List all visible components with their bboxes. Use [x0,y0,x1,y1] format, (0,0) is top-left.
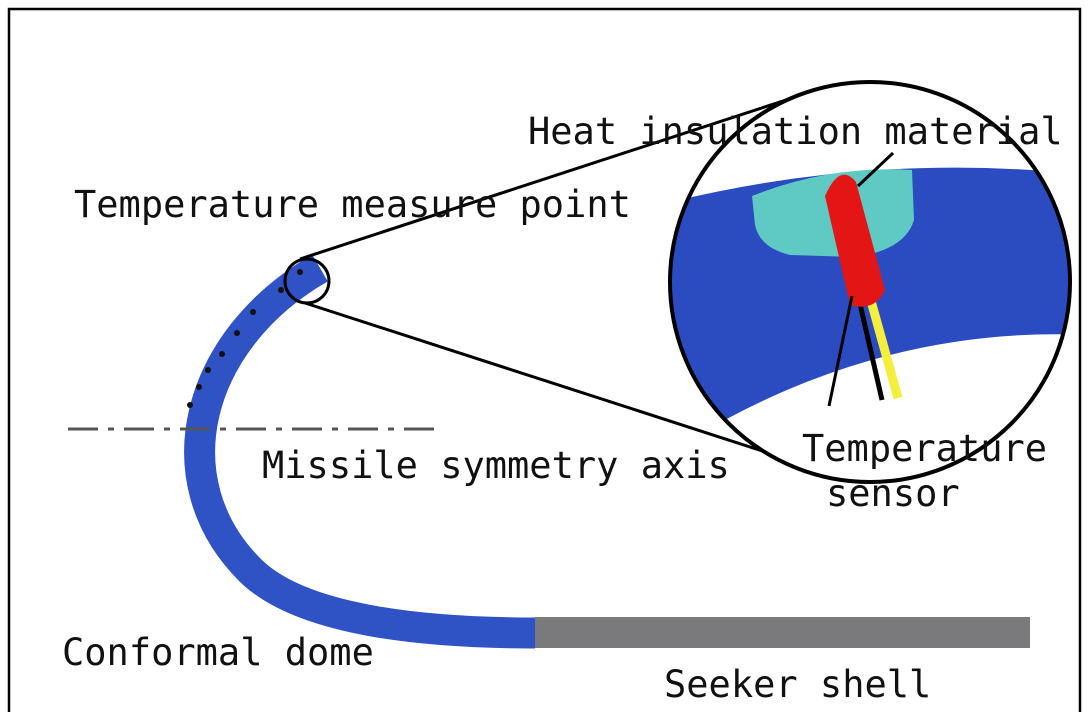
temperature-sensor-label-line2: sensor [826,472,960,515]
zoom-leader-top [299,98,787,261]
seeker-shell [535,617,1030,648]
insulation-pointer [856,151,895,188]
zoom-detail [668,80,1072,484]
sensor-wire-black [855,294,885,401]
measure-point [297,269,303,275]
measure-point [196,384,202,390]
sensor-pointer [827,295,854,407]
missile-symmetry-axis-label: Missile symmetry axis [262,444,730,487]
measure-point [205,367,211,373]
heat-insulation-material-label: Heat insulation material [528,110,1063,153]
zoom-circle-outline [668,80,1072,484]
zoom-leader-bottom [304,301,779,458]
conformal-dome-label: Conformal dome [62,631,374,674]
seeker-shell-label: Seeker shell [664,663,931,706]
measure-point [219,351,225,357]
measure-point [234,330,240,336]
measure-point [278,287,284,293]
conformal-dome [184,254,536,649]
sensor-wire-yellow [863,288,903,400]
temperature-sensor-label-line1: Temperature [802,427,1047,470]
temperature-sensor-body [825,174,885,307]
measure-point [187,402,193,408]
measure-points [187,269,303,408]
temperature-measure-point-label: Temperature measure point [74,183,631,226]
measure-point [250,309,256,315]
